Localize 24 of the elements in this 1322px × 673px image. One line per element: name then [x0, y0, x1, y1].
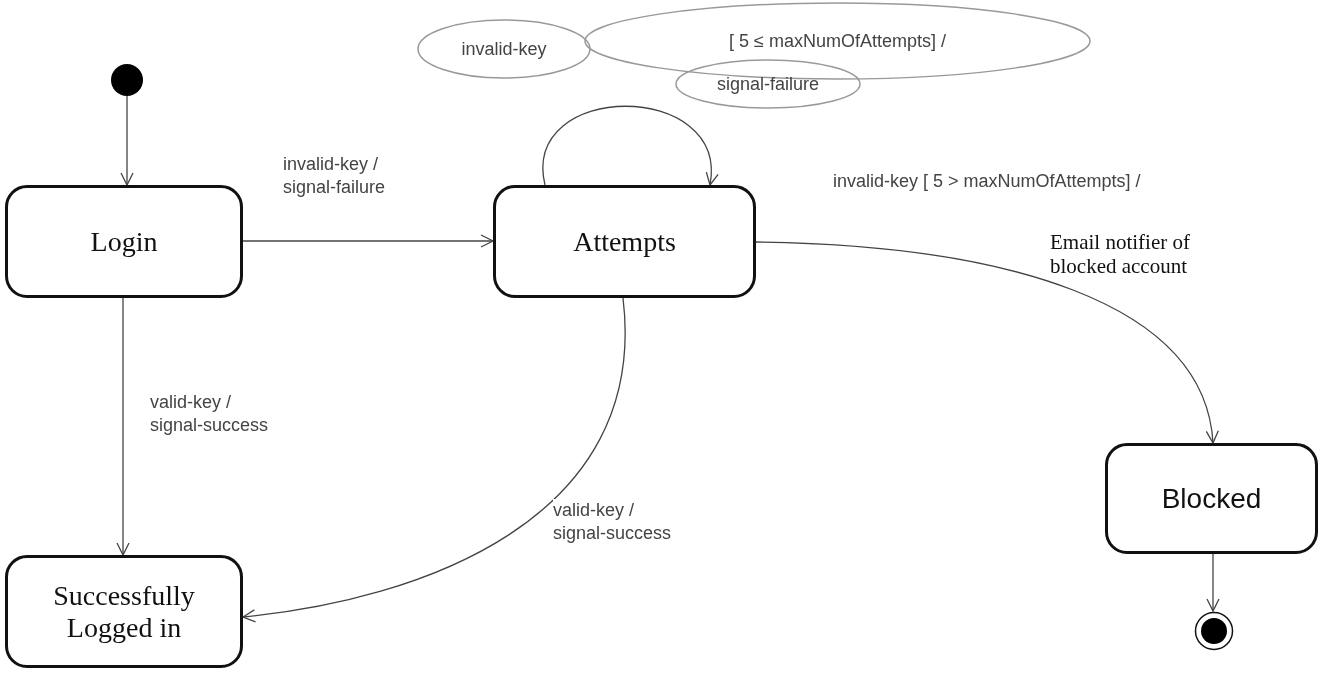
initial-state	[111, 64, 143, 96]
action-note: Email notifier of blocked account	[1050, 230, 1191, 278]
transition-arrow	[120, 95, 134, 186]
transition-arrow	[242, 297, 626, 623]
highlight-ellipse	[585, 3, 1090, 79]
state-box	[5, 185, 243, 298]
transition-arrow	[1206, 553, 1220, 612]
highlight-ellipse	[676, 60, 860, 108]
final-state	[1194, 611, 1234, 651]
highlight-ellipse	[418, 20, 590, 78]
transition-arrow	[542, 105, 717, 186]
state-name: Blocked	[1161, 482, 1262, 515]
state-name: Successfully Logged in	[52, 579, 196, 644]
state-name: invalid-key	[461, 38, 547, 60]
state-name: signal-failure	[716, 73, 820, 95]
state-name: Login	[90, 225, 158, 258]
state-name: [ 5 ≤ maxNumOfAttempts] /	[729, 30, 946, 52]
state-box	[493, 185, 756, 298]
transition-arrow	[755, 241, 1218, 444]
transition-arrow	[116, 297, 130, 556]
state-name: Attempts	[573, 225, 676, 258]
state-box	[5, 555, 243, 668]
transition-arrow	[242, 234, 494, 248]
state-box	[1105, 443, 1318, 554]
